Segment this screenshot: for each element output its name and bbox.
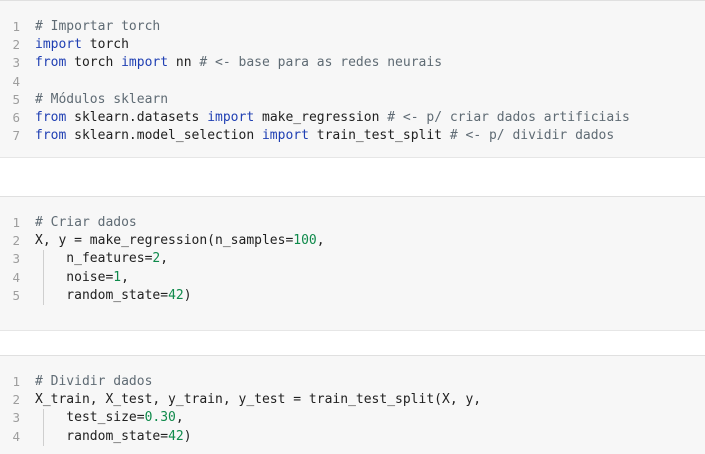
comment-token: # <- base para as redes neurais <box>199 55 443 71</box>
code-line[interactable]: 1 # Dividir dados <box>0 373 705 391</box>
code-token: , <box>160 251 169 267</box>
code-text[interactable]: from sklearn.model_selection import trai… <box>35 127 614 145</box>
code-token: , <box>121 269 129 285</box>
code-cell-imports[interactable]: 1 # Importar torch 2 import torch 3 from torc… <box>0 0 705 158</box>
code-text[interactable]: from sklearn.datasets import make_regres… <box>35 109 630 127</box>
code-line[interactable]: 5 random_state=42) <box>0 286 705 305</box>
code-line[interactable]: 1 # Criar dados <box>0 214 705 232</box>
code-token: X_train, X_test, y_train, y_test = train… <box>35 392 482 408</box>
code-token: ) <box>183 287 192 303</box>
code-line[interactable]: 2 X, y = make_regression(n_samples=100, <box>0 232 705 250</box>
code-token: sklearn.model_selection <box>66 128 262 144</box>
code-editor[interactable]: 1 # Importar torch 2 import torch 3 from torc… <box>0 18 705 145</box>
code-token: nn <box>168 55 200 71</box>
code-token: , <box>316 233 325 249</box>
keyword-token: from <box>35 109 67 125</box>
number-token: 1 <box>113 269 122 285</box>
line-number: 1 <box>12 215 20 230</box>
code-text[interactable]: noise=1, <box>35 269 129 287</box>
code-text[interactable]: # Criar dados <box>35 214 137 232</box>
keyword-token: import <box>261 128 309 144</box>
line-number: 3 <box>12 55 20 71</box>
code-token: random_state= <box>35 287 169 303</box>
code-line[interactable]: 2 X_train, X_test, y_train, y_test = trai… <box>0 391 705 409</box>
code-line[interactable]: 3 n_features=2, <box>0 250 705 269</box>
line-number: 5 <box>12 91 20 107</box>
code-text[interactable]: from torch import nn # <- base para as r… <box>35 54 442 72</box>
code-line[interactable]: 3 test_size=0.30, <box>0 409 705 428</box>
comment-token: # Dividir dados <box>35 374 153 389</box>
code-editor[interactable]: 1 # Dividir dados 2 X_train, X_test, y_trai… <box>0 373 705 446</box>
indent-guide <box>43 409 44 428</box>
code-line[interactable]: 3 from torch import nn # <- base para as … <box>0 54 705 72</box>
code-token: sklearn.datasets <box>66 109 208 125</box>
code-token: train_test_split <box>308 128 450 144</box>
code-text[interactable]: test_size=0.30, <box>35 409 184 427</box>
line-number: 3 <box>12 410 20 426</box>
indent-guide <box>43 268 44 287</box>
comment-token: # Criar dados <box>35 215 137 230</box>
code-text[interactable]: random_state=42) <box>35 287 192 305</box>
code-text[interactable]: # Dividir dados <box>35 373 152 391</box>
code-line[interactable]: 5 # Módulos sklearn <box>0 91 705 109</box>
line-number: 1 <box>12 374 20 389</box>
code-token: noise= <box>35 269 114 285</box>
code-line[interactable]: 4 <box>0 73 705 91</box>
indent-guide <box>43 250 44 269</box>
keyword-token: import <box>207 109 255 125</box>
line-number: 4 <box>12 269 20 285</box>
comment-token: # <- p/ dividir dados <box>449 128 615 144</box>
line-number: 3 <box>12 251 20 267</box>
code-token: torch <box>66 55 122 71</box>
code-line[interactable]: 6 from sklearn.datasets import make_regre… <box>0 109 705 127</box>
comment-token: # Módulos sklearn <box>35 91 169 107</box>
code-text[interactable]: n_features=2, <box>35 250 168 268</box>
number-token: 0.30 <box>144 410 176 426</box>
code-text[interactable]: X_train, X_test, y_train, y_test = train… <box>35 391 481 409</box>
comment-token: # Importar torch <box>35 19 161 34</box>
keyword-token: import <box>35 37 82 53</box>
number-token: 2 <box>152 251 161 267</box>
code-token: , <box>175 410 184 426</box>
number-token: 42 <box>168 287 184 303</box>
code-text[interactable]: # Importar torch <box>35 18 160 36</box>
line-number: 2 <box>12 37 20 53</box>
line-number: 4 <box>12 428 20 444</box>
keyword-token: from <box>35 55 67 71</box>
line-number: 7 <box>12 128 20 144</box>
code-cell-split-data[interactable]: 1 # Dividir dados 2 X_train, X_test, y_trai… <box>0 355 705 454</box>
keyword-token: import <box>121 55 169 71</box>
code-line[interactable]: 4 random_state=42) <box>0 427 705 446</box>
code-token: torch <box>81 37 129 53</box>
code-text[interactable]: random_state=42) <box>35 428 192 446</box>
number-token: 100 <box>293 233 317 249</box>
number-token: 42 <box>168 428 184 444</box>
code-token: ) <box>183 428 192 444</box>
code-text[interactable]: X, y = make_regression(n_samples=100, <box>35 232 325 250</box>
keyword-token: from <box>35 128 67 144</box>
line-number: 4 <box>12 73 20 89</box>
code-token: make_regression <box>254 109 388 125</box>
line-number: 5 <box>12 287 20 303</box>
code-token: random_state= <box>35 428 169 444</box>
line-number: 6 <box>12 109 20 125</box>
line-number: 2 <box>12 392 20 408</box>
code-line[interactable]: 7 from sklearn.model_selection import tra… <box>0 127 705 145</box>
line-number: 2 <box>12 233 20 249</box>
indent-guide <box>43 286 44 305</box>
indent-guide <box>43 427 44 446</box>
code-text[interactable]: import torch <box>35 36 129 54</box>
code-line[interactable]: 2 import torch <box>0 36 705 54</box>
code-token: n_features= <box>35 251 153 267</box>
code-token: X, y = make_regression(n_samples= <box>35 233 294 249</box>
line-number: 1 <box>12 19 20 34</box>
code-line[interactable]: 4 noise=1, <box>0 268 705 287</box>
code-text[interactable]: # Módulos sklearn <box>35 91 168 109</box>
code-token: test_size= <box>35 410 145 426</box>
comment-token: # <- p/ criar dados artificiais <box>387 109 630 125</box>
code-line[interactable]: 1 # Importar torch <box>0 18 705 36</box>
